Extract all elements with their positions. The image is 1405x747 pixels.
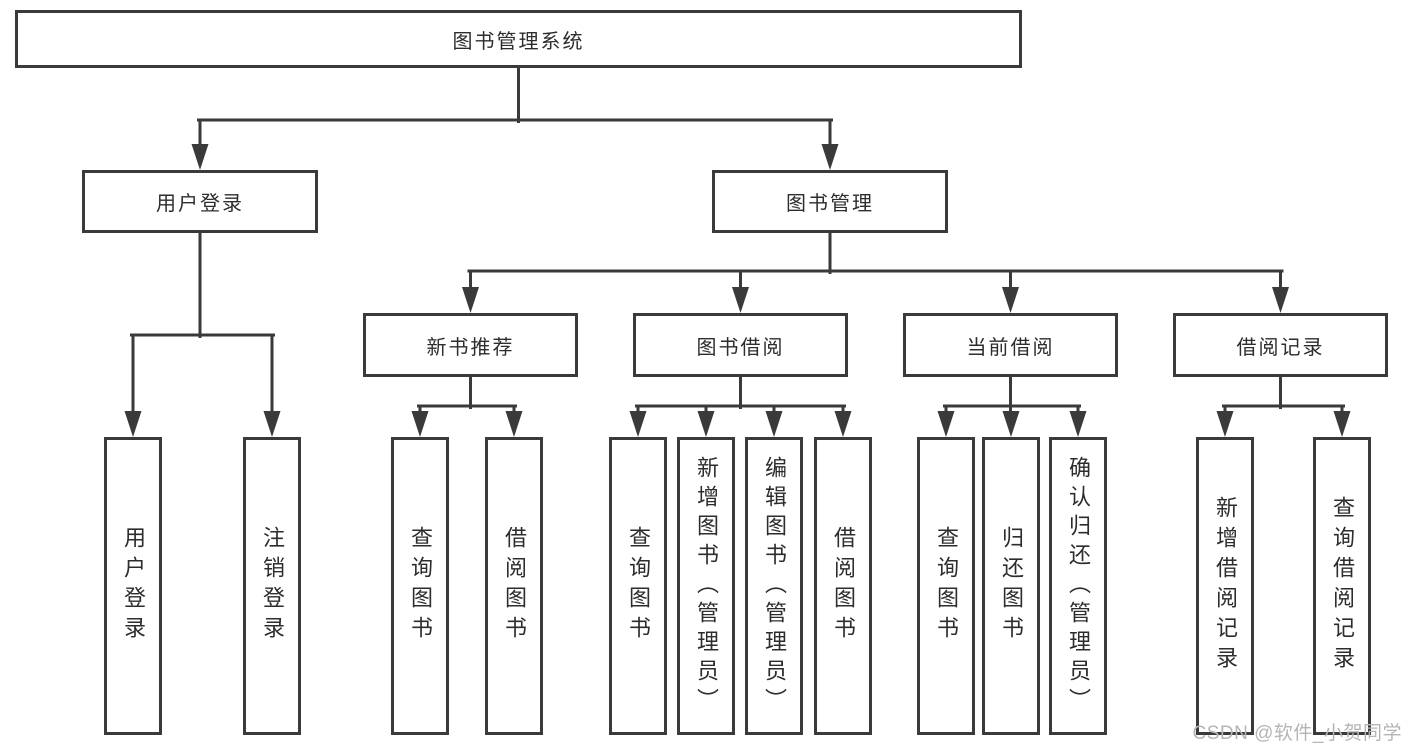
leaf-logout: 注销登录 <box>243 437 301 735</box>
node-borrowing-records: 借阅记录 <box>1173 313 1388 377</box>
node-user-login: 用户登录 <box>82 170 318 233</box>
watermark: CSDN @软件_小贺同学 <box>1192 723 1402 744</box>
leaf-query-books-current: 查询图书 <box>917 437 975 735</box>
node-current-borrowing: 当前借阅 <box>903 313 1118 377</box>
leaf-borrow-books-borrowing: 借阅图书 <box>814 437 872 735</box>
leaf-add-borrow-record: 新增借阅记录 <box>1196 437 1254 735</box>
node-new-book-recommendation: 新书推荐 <box>363 313 578 377</box>
leaf-confirm-return-admin: 确认归还（管理员） <box>1049 437 1107 735</box>
node-book-management: 图书管理 <box>712 170 948 233</box>
node-library-management-system: 图书管理系统 <box>15 10 1022 68</box>
leaf-user-login: 用户登录 <box>104 437 162 735</box>
leaf-borrow-books-recommend: 借阅图书 <box>485 437 543 735</box>
leaf-add-book-admin: 新增图书（管理员） <box>677 437 735 735</box>
node-book-borrowing: 图书借阅 <box>633 313 848 377</box>
leaf-return-books: 归还图书 <box>982 437 1040 735</box>
leaf-query-books-borrowing: 查询图书 <box>609 437 667 735</box>
leaf-query-borrow-record: 查询借阅记录 <box>1313 437 1371 735</box>
leaf-edit-book-admin: 编辑图书（管理员） <box>745 437 803 735</box>
leaf-query-books-recommend: 查询图书 <box>391 437 449 735</box>
